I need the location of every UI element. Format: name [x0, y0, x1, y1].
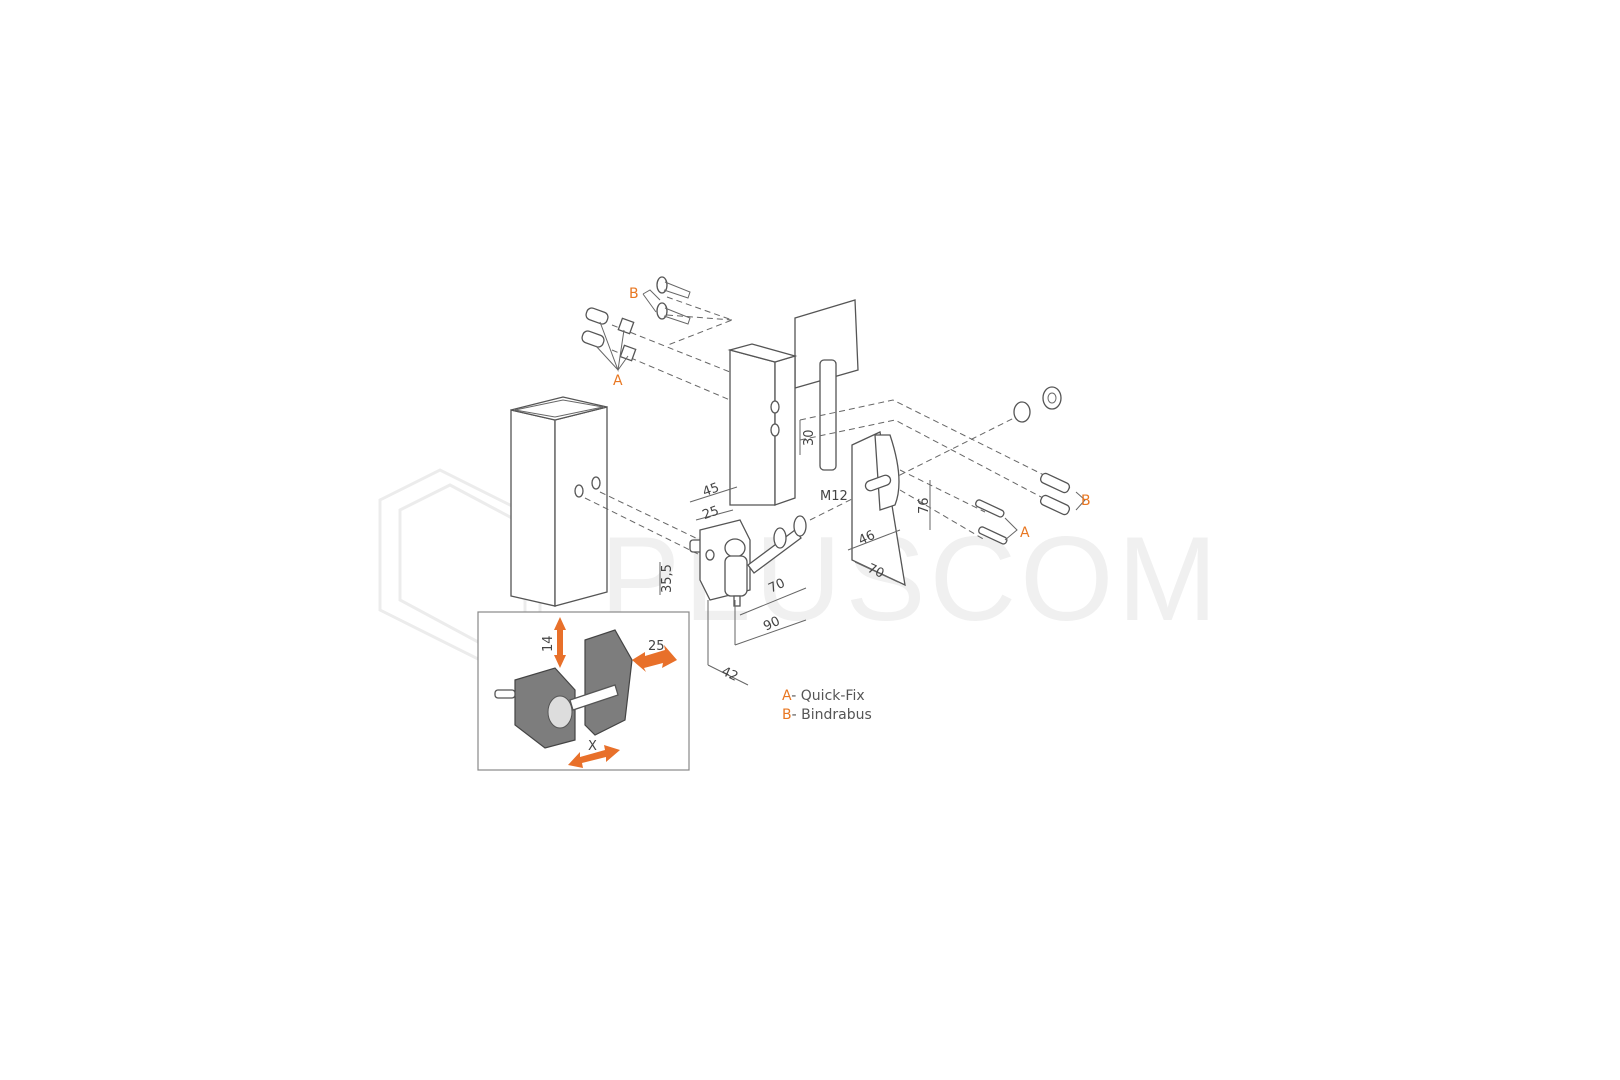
hinge-block: [689, 519, 751, 607]
assembly-lines: [584, 296, 1071, 556]
dimension-labels: 45 25 M12 30 76 46 70 35,5 70 90 42: [660, 429, 932, 684]
mounting-plate: [851, 431, 906, 587]
legend-item-a: A- Quick-Fix: [782, 688, 865, 704]
inset-dim-14: 14: [541, 635, 556, 652]
dim-42: 42: [719, 664, 740, 685]
quick-fix-inserts-top: [581, 307, 637, 372]
inset-dim-25: 25: [648, 639, 665, 654]
dim-m12: M12: [820, 489, 848, 504]
threaded-bolt-m12: [747, 515, 807, 574]
dim-70: 70: [766, 576, 787, 597]
dim-90: 90: [761, 614, 782, 635]
adjustment-inset: 14 25 X: [477, 611, 690, 771]
dim-25: 25: [700, 503, 721, 523]
dim-76: 76: [917, 497, 932, 514]
dimension-lines: [659, 420, 931, 686]
inset-dim-x: X: [588, 739, 597, 754]
dim-30: 30: [802, 429, 817, 446]
callout-labels: B A B A: [613, 286, 1091, 541]
callout-a-top: A: [613, 373, 623, 389]
callout-b-top: B: [629, 286, 639, 302]
right-hardware: [975, 386, 1086, 545]
dim-45: 45: [701, 480, 722, 500]
legend: A- Quick-Fix B- Bindrabus: [782, 688, 872, 723]
gate-frame: [727, 299, 859, 506]
left-post: [510, 396, 608, 607]
callout-a-right: A: [1020, 525, 1030, 541]
watermark-text: PLUSCOM: [600, 512, 1221, 646]
bindrabus-bolts-top: [642, 276, 691, 325]
dim-35-5: 35,5: [660, 564, 675, 593]
dim-70-plate: 70: [865, 561, 886, 582]
legend-item-b: B- Bindrabus: [782, 707, 872, 723]
callout-b-right: B: [1081, 493, 1091, 509]
dim-46: 46: [856, 528, 877, 549]
